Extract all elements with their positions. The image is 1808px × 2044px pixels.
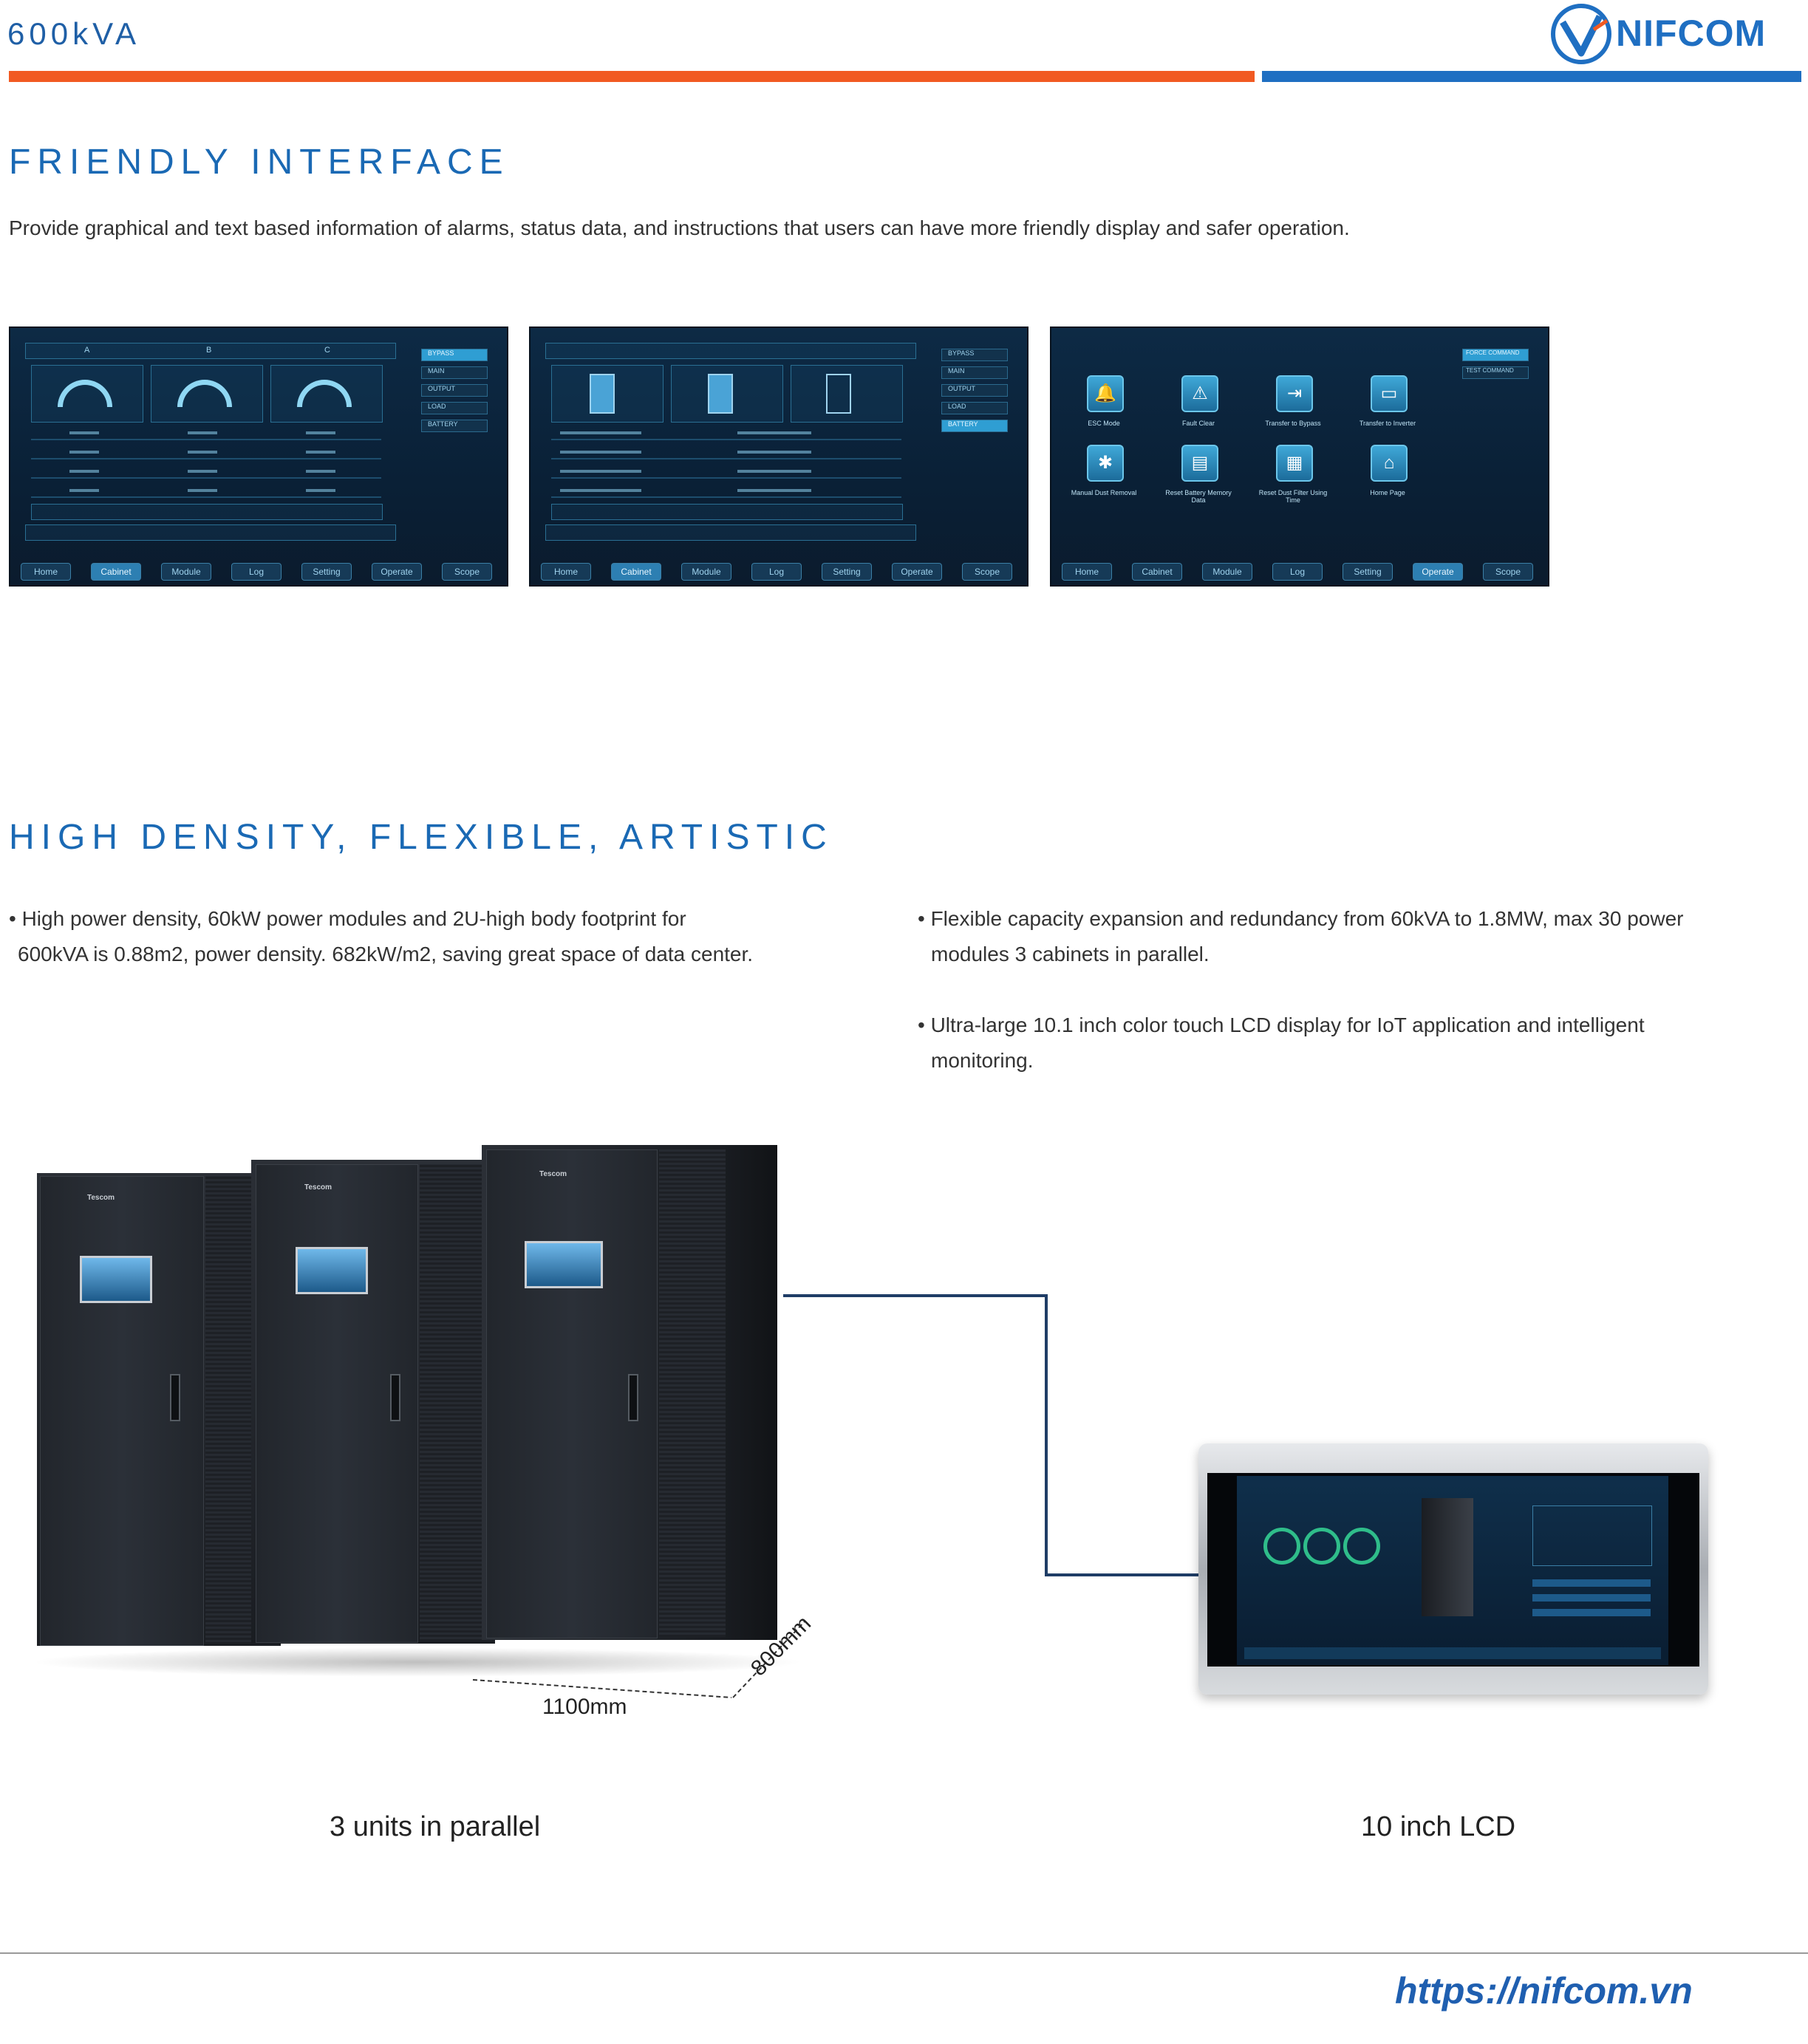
brand-badge: Tescom [539, 1170, 567, 1178]
cabinet-render [1422, 1498, 1473, 1616]
nav-setting[interactable]: Setting [822, 563, 872, 581]
nav-scope[interactable]: Scope [962, 563, 1012, 581]
col-c: C [324, 346, 330, 355]
nav-operate[interactable]: Operate [372, 563, 422, 581]
door-handle [170, 1374, 180, 1421]
warning-icon[interactable]: ⚠ [1181, 375, 1218, 412]
nav-scope[interactable]: Scope [442, 563, 492, 581]
nav-module[interactable]: Module [161, 563, 211, 581]
nav-home[interactable]: Home [21, 563, 71, 581]
status-circle [1343, 1528, 1380, 1565]
lcd-screenshot-operate: 🔔 ⚠ ⇥ ▭ ESC Mode Fault Clear Transfer to… [1050, 327, 1549, 587]
footer-divider [0, 1952, 1808, 1954]
op-label: ESC Mode [1088, 420, 1120, 427]
nav-log[interactable]: Log [1272, 563, 1323, 581]
side-battery[interactable]: BATTERY [421, 420, 488, 432]
brand-name: NIFCOM [1616, 13, 1767, 54]
door-handle [390, 1374, 400, 1421]
caption-units-parallel: 3 units in parallel [330, 1811, 541, 1842]
cabinet-lcd [525, 1241, 603, 1288]
bullet-2-line-1: • Flexible capacity expansion and redund… [918, 907, 1684, 930]
nav-setting[interactable]: Setting [1343, 563, 1393, 581]
nav-home[interactable]: Home [541, 563, 591, 581]
nav-module[interactable]: Module [681, 563, 731, 581]
status-circle [1263, 1528, 1300, 1565]
op-label: Transfer to Bypass [1265, 420, 1321, 427]
status-circle [1303, 1528, 1340, 1565]
col-a: A [84, 346, 90, 355]
bell-icon[interactable]: 🔔 [1087, 375, 1124, 412]
op-label: Home Page [1370, 489, 1405, 496]
bullet-2-line-2: modules 3 cabinets in parallel. [931, 943, 1210, 965]
nav-module[interactable]: Module [1202, 563, 1252, 581]
header-bar-orange [9, 71, 1255, 82]
dimension-width: 1100mm [542, 1695, 627, 1719]
nifcom-logo: NIFCOM [1548, 0, 1799, 68]
side-main[interactable]: MAIN [421, 366, 488, 379]
dust-icon[interactable]: ✱ [1087, 445, 1124, 482]
filter-icon[interactable]: ▦ [1276, 445, 1313, 482]
section-title-friendly-interface: FRIENDLY INTERFACE [9, 143, 510, 182]
nav-cabinet[interactable]: Cabinet [611, 563, 661, 581]
side-main[interactable]: MAIN [941, 366, 1008, 379]
nav-cabinet[interactable]: Cabinet [1132, 563, 1182, 581]
transfer-bypass-icon[interactable]: ⇥ [1276, 375, 1313, 412]
cabinet-lcd [80, 1256, 152, 1303]
side-force-command[interactable]: FORCE COMMAND [1462, 349, 1529, 361]
cabinet-lcd [296, 1247, 368, 1294]
col-b: B [206, 346, 212, 355]
brand-badge: Tescom [304, 1183, 332, 1192]
bullet-3-line-2: monitoring. [931, 1049, 1034, 1072]
section-title-high-density: HIGH DENSITY, FLEXIBLE, ARTISTIC [9, 818, 833, 857]
battery-icon [826, 374, 851, 414]
connector-line [783, 1294, 1201, 1576]
nav-log[interactable]: Log [231, 563, 282, 581]
model-label: 600kVA [7, 16, 140, 51]
nav-operate[interactable]: Operate [892, 563, 942, 581]
nifcom-logo-icon [1551, 4, 1611, 64]
battery-icon [708, 374, 733, 414]
side-output[interactable]: OUTPUT [941, 384, 1008, 397]
bullet-1-line-1: • High power density, 60kW power modules… [9, 907, 686, 930]
op-label: Transfer to Inverter [1359, 420, 1416, 427]
dimension-lines [472, 1620, 806, 1698]
side-bypass[interactable]: BYPASS [941, 349, 1008, 361]
side-output[interactable]: OUTPUT [421, 384, 488, 397]
home-icon[interactable]: ⌂ [1371, 445, 1408, 482]
nav-setting[interactable]: Setting [301, 563, 352, 581]
side-bypass[interactable]: BYPASS [421, 349, 488, 361]
section-description: Provide graphical and text based informa… [9, 216, 1350, 239]
ups-cabinets-image: Tescom Tescom Tescom [30, 1130, 805, 1677]
nav-log[interactable]: Log [751, 563, 802, 581]
bullet-3-line-1: • Ultra-large 10.1 inch color touch LCD … [918, 1014, 1645, 1036]
nav-operate[interactable]: Operate [1413, 563, 1463, 581]
brand-badge: Tescom [87, 1194, 115, 1202]
reset-battery-icon[interactable]: ▤ [1181, 445, 1218, 482]
lcd-screenshot-battery: BYPASS MAIN OUTPUT LOAD BATTERY Home Cab… [529, 327, 1028, 587]
side-battery[interactable]: BATTERY [941, 420, 1008, 432]
nav-home[interactable]: Home [1062, 563, 1112, 581]
door-handle [628, 1374, 638, 1421]
lcd-screenshot-cabinet: A B C BYPASS MAIN OUTPUT LOAD BATTERY Ho… [9, 327, 508, 587]
lcd-display-image [1198, 1443, 1708, 1695]
caption-lcd: 10 inch LCD [1361, 1811, 1516, 1842]
op-label: Fault Clear [1181, 420, 1215, 427]
nav-cabinet[interactable]: Cabinet [91, 563, 141, 581]
power-flow-diagram [1532, 1505, 1652, 1566]
bullet-1-line-2: 600kVA is 0.88m2, power density. 682kW/m… [18, 943, 754, 965]
op-label: Reset Dust Filter Using Time [1258, 489, 1328, 504]
header-bar-blue [1262, 71, 1801, 82]
nav-scope[interactable]: Scope [1483, 563, 1533, 581]
side-load[interactable]: LOAD [941, 402, 1008, 414]
website-link[interactable]: https://nifcom.vn [1395, 1970, 1693, 2011]
side-load[interactable]: LOAD [421, 402, 488, 414]
transfer-inverter-icon[interactable]: ▭ [1371, 375, 1408, 412]
battery-icon [590, 374, 615, 414]
op-label: Manual Dust Removal [1071, 489, 1137, 496]
side-test-command[interactable]: TEST COMMAND [1462, 366, 1529, 379]
op-label: Reset Battery Memory Data [1165, 489, 1232, 504]
